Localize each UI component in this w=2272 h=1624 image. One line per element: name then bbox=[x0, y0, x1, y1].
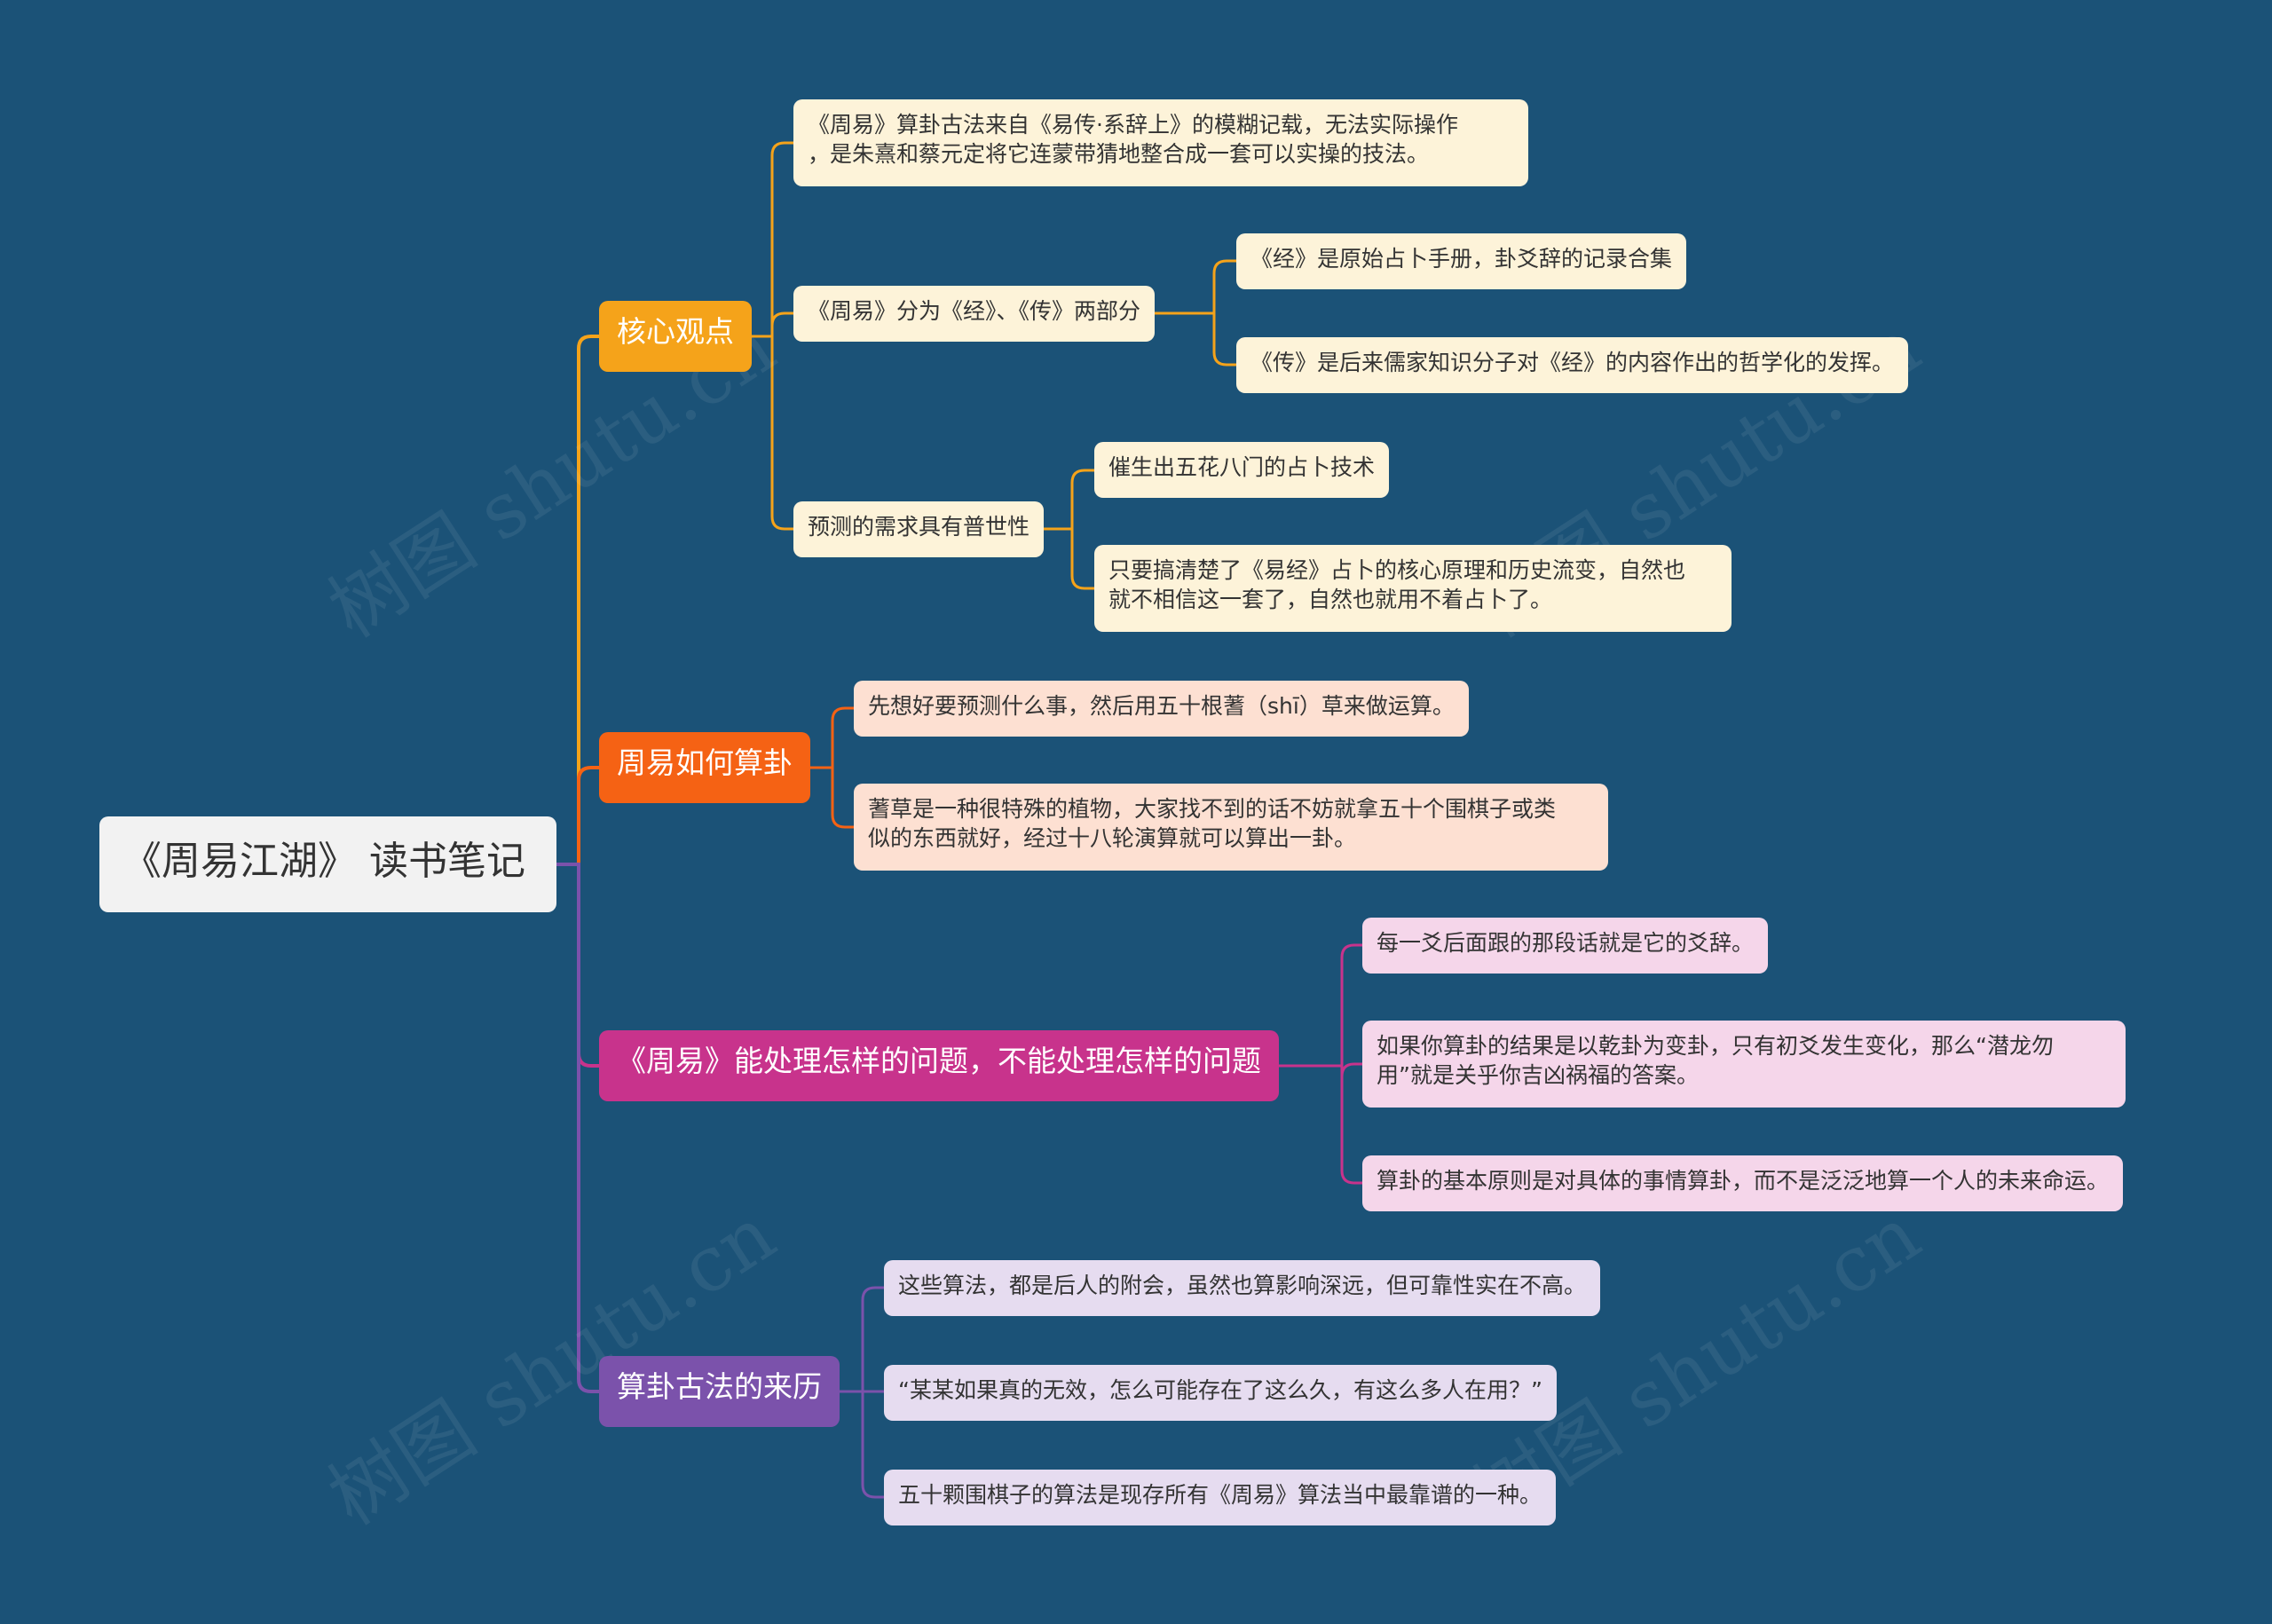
leaf-text-line: 五十颗围棋子的算法是现存所有《周易》算法当中最靠谱的一种。 bbox=[898, 1482, 1542, 1508]
leaf-later-additions[interactable]: 这些算法，都是后人的附会，虽然也算影响深远，但可靠性实在不高。 bbox=[884, 1260, 1601, 1316]
branch-how-to-divine[interactable]: 周易如何算卦 bbox=[599, 732, 810, 803]
leaf-divination-techniques[interactable]: 催生出五花八门的占卜技术 bbox=[1094, 442, 1390, 498]
leaf-text-line: 《经》是原始占卜手册，卦爻辞的记录合集 bbox=[1250, 246, 1673, 272]
leaf-jing[interactable]: 《经》是原始占卜手册，卦爻辞的记录合集 bbox=[1236, 233, 1687, 289]
leaf-quote-ineffective[interactable]: “某某如果真的无效，怎么可能存在了这么久，有这么多人在用？” bbox=[884, 1365, 1557, 1421]
leaf-zhuan[interactable]: 《传》是后来儒家知识分子对《经》的内容作出的哲学化的发挥。 bbox=[1236, 337, 1909, 393]
leaf-most-reliable[interactable]: 五十颗围棋子的算法是现存所有《周易》算法当中最靠谱的一种。 bbox=[884, 1470, 1557, 1525]
leaf-text-line: 似的东西就好，经过十八轮演算就可以算出一卦。 bbox=[868, 825, 1357, 851]
root-topic[interactable]: 《周易江湖》 读书笔记 bbox=[99, 816, 556, 912]
leaf-text-line: 如果你算卦的结果是以乾卦为变卦，只有初爻发生变化，那么“潜龙勿 bbox=[1377, 1033, 2054, 1059]
leaf-text-line: 用”就是关乎你吉凶祸福的答案。 bbox=[1377, 1062, 1699, 1088]
leaf-understand-principles[interactable]: 只要搞清楚了《易经》占卜的核心原理和历史流变，自然也 就不相信这一套了，自然也就… bbox=[1094, 545, 1732, 632]
leaf-yarrow-stalks[interactable]: 先想好要预测什么事，然后用五十根蓍（shī）草来做运算。 bbox=[854, 681, 1469, 737]
leaf-text-line: ，是朱熹和蔡元定将它连蒙带猜地整合成一套可以实操的技法。 bbox=[808, 141, 1430, 167]
leaf-go-stones-substitute[interactable]: 蓍草是一种很特殊的植物，大家找不到的话不妨就拿五十个围棋子或类 似的东西就好，经… bbox=[854, 784, 1608, 871]
leaf-yao-ci[interactable]: 每一爻后面跟的那段话就是它的爻辞。 bbox=[1362, 918, 1769, 974]
branch-problems-scope[interactable]: 《周易》能处理怎样的问题，不能处理怎样的问题 bbox=[599, 1030, 1279, 1101]
leaf-text-line: 《周易》算卦古法来自《易传·系辞上》的模糊记载，无法实际操作 bbox=[808, 112, 1458, 138]
leaf-text-line: 就不相信这一套了，自然也就用不着占卜了。 bbox=[1108, 587, 1553, 612]
leaf-text-line: 先想好要预测什么事，然后用五十根蓍（shī）草来做运算。 bbox=[868, 693, 1455, 719]
leaf-text-line: 这些算法，都是后人的附会，虽然也算影响深远，但可靠性实在不高。 bbox=[898, 1273, 1587, 1298]
leaf-jing-zhuan[interactable]: 《周易》分为《经》、《传》两部分 bbox=[793, 286, 1156, 342]
branch-method-history[interactable]: 算卦古法的来历 bbox=[599, 1356, 840, 1427]
leaf-text-line: 蓍草是一种很特殊的植物，大家找不到的话不妨就拿五十个围棋子或类 bbox=[868, 796, 1557, 822]
leaf-text-line: “某某如果真的无效，怎么可能存在了这么久，有这么多人在用？” bbox=[898, 1377, 1542, 1403]
leaf-text-line: 每一爻后面跟的那段话就是它的爻辞。 bbox=[1377, 930, 1755, 956]
leaf-text-line: 只要搞清楚了《易经》占卜的核心原理和历史流变，自然也 bbox=[1108, 557, 1686, 583]
leaf-text-line: 催生出五花八门的占卜技术 bbox=[1108, 454, 1376, 480]
leaf-text-line: 《传》是后来儒家知识分子对《经》的内容作出的哲学化的发挥。 bbox=[1250, 350, 1895, 375]
leaf-text-line: 《周易》分为《经》、《传》两部分 bbox=[808, 298, 1141, 324]
leaf-text-line: 预测的需求具有普世性 bbox=[808, 514, 1030, 540]
leaf-text-line: 算卦的基本原则是对具体的事情算卦，而不是泛泛地算一个人的未来命运。 bbox=[1377, 1168, 2110, 1194]
branch-core-views[interactable]: 核心观点 bbox=[599, 301, 752, 372]
leaf-universal-need[interactable]: 预测的需求具有普世性 bbox=[793, 501, 1045, 557]
leaf-qian-hexagram[interactable]: 如果你算卦的结果是以乾卦为变卦，只有初爻发生变化，那么“潜龙勿 用”就是关乎你吉… bbox=[1362, 1021, 2126, 1108]
leaf-basic-principle[interactable]: 算卦的基本原则是对具体的事情算卦，而不是泛泛地算一个人的未来命运。 bbox=[1362, 1155, 2124, 1211]
leaf-origin-of-method[interactable]: 《周易》算卦古法来自《易传·系辞上》的模糊记载，无法实际操作 ，是朱熹和蔡元定将… bbox=[793, 99, 1528, 186]
